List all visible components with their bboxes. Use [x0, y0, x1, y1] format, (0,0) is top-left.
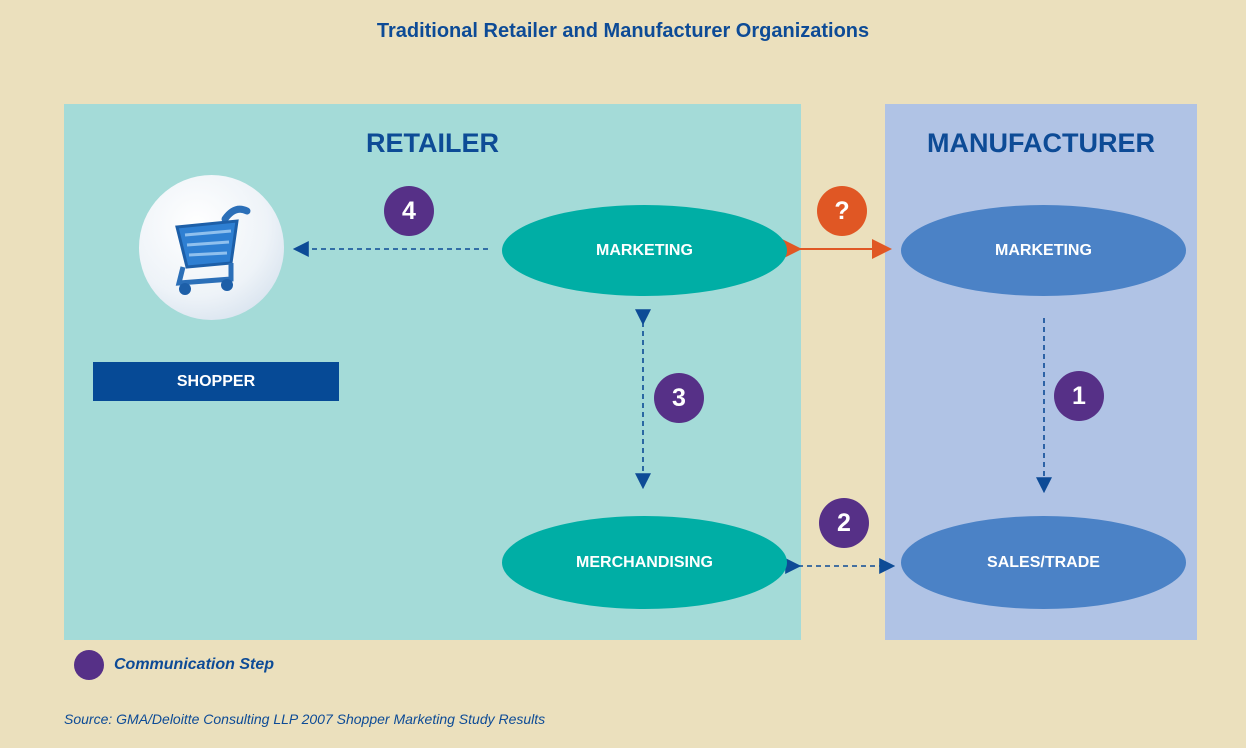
step-4-badge: 4	[384, 186, 434, 236]
manufacturer-sales-node: SALES/TRADE	[901, 516, 1186, 609]
manufacturer-marketing-node: MARKETING	[901, 205, 1186, 296]
legend-label: Communication Step	[114, 656, 275, 673]
step-1-badge: 1	[1054, 371, 1104, 421]
manufacturer-title: MANUFACTURER	[927, 128, 1155, 158]
step-3-badge: 3	[654, 373, 704, 423]
retailer-title: RETAILER	[366, 128, 499, 158]
retailer-merchandising-node: MERCHANDISING	[502, 516, 787, 609]
legend-step-dot	[74, 650, 104, 680]
step-unknown-badge: ?	[817, 186, 867, 236]
shopper-label: SHOPPER	[93, 362, 339, 401]
diagram-title: Traditional Retailer and Manufacturer Or…	[376, 20, 870, 42]
source-note: Source: GMA/Deloitte Consulting LLP 2007…	[64, 711, 546, 727]
shopping-cart-icon	[175, 205, 251, 295]
step-2-badge: 2	[819, 498, 869, 548]
retailer-marketing-node: MARKETING	[502, 205, 787, 296]
shopper-circle	[139, 175, 284, 320]
